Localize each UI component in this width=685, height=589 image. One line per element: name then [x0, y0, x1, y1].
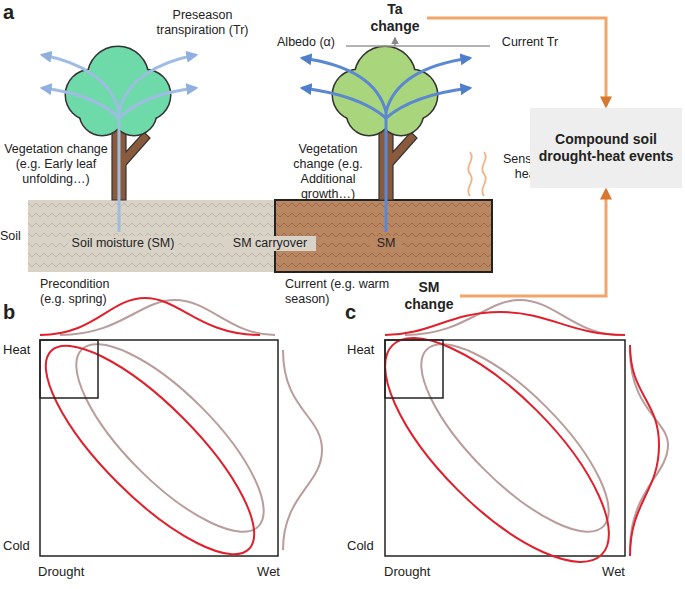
- drawing-part: [109, 318, 191, 376]
- drawing-part: [455, 306, 537, 375]
- annotation: Precondition (e.g. spring): [40, 277, 132, 307]
- annotation: Vegetation change (e.g. Additional growt…: [281, 142, 375, 202]
- variable-node: SM change: [400, 278, 458, 314]
- annotation: Preseason transpiration (Tr): [140, 8, 265, 38]
- drawing-part: [18, 318, 281, 581]
- axis-label: Heat: [347, 342, 383, 358]
- drawing-part: [106, 318, 188, 358]
- drawing-part: [395, 318, 634, 557]
- drawing-part: [118, 112, 121, 232]
- drawing-part: [385, 340, 443, 398]
- albedo-tr-link: [346, 45, 490, 47]
- drawing-part: [468, 152, 471, 196]
- panel-b-plot: [18, 298, 322, 582]
- outcome-box: Compound soil drought-heat events: [530, 108, 682, 188]
- annotation: Albedo (α): [268, 35, 344, 50]
- node-text: Compound soil drought-heat events: [538, 131, 674, 165]
- drawing-part: [119, 55, 196, 112]
- variable-node: Ta change: [365, 0, 425, 36]
- panel-c-plot: [353, 300, 668, 589]
- drawing-part: [119, 88, 196, 118]
- drawing-part: [302, 88, 386, 118]
- drawing-part: [42, 55, 119, 112]
- drawing-part: [302, 58, 386, 112]
- panel-letter: b: [3, 300, 23, 324]
- drawing-part: [386, 88, 470, 118]
- influence-arrow: [460, 190, 606, 296]
- panel-letter: a: [3, 0, 23, 24]
- drawing-part: [283, 350, 322, 550]
- axis-label: Heat: [3, 342, 39, 358]
- annotation: Current Tr: [492, 35, 568, 50]
- annotation: Soil: [0, 229, 28, 244]
- drawing-part: [385, 312, 625, 335]
- tree-preseason: [42, 47, 196, 232]
- drawing-part: [50, 318, 289, 557]
- node-text: Ta change: [366, 1, 424, 35]
- drawing-part: [353, 306, 641, 589]
- annotation: Vegetation change (e.g. Early leaf unfol…: [2, 142, 110, 187]
- axis-label: Cold: [347, 538, 383, 554]
- drawing-part: [482, 152, 485, 196]
- axis-label: Drought: [384, 564, 454, 580]
- drawing-part: [451, 318, 533, 358]
- soil-label: SM: [370, 236, 402, 251]
- axis-label: Cold: [3, 538, 39, 554]
- tree-current: [302, 47, 470, 232]
- node-text: SM change: [401, 279, 457, 313]
- ta-arrow: [394, 38, 396, 46]
- annotation: Current (e.g. warm season): [285, 277, 395, 307]
- drawing-part: [40, 340, 98, 398]
- axis-label: Wet: [244, 564, 280, 580]
- soil-label: Soil moisture (SM): [68, 236, 178, 251]
- axis-label: Drought: [38, 564, 108, 580]
- axis-label: Wet: [589, 564, 625, 580]
- drawing-part: [630, 345, 659, 556]
- panel-letter: c: [345, 300, 365, 324]
- influence-arrow: [427, 18, 606, 106]
- drawing-part: [385, 112, 388, 232]
- drawing-part: [386, 58, 470, 112]
- drawing-part: [40, 340, 278, 556]
- sensible-heat-waves: [468, 152, 485, 196]
- drawing-part: [42, 88, 119, 118]
- soil-label: SM carryover: [224, 236, 316, 251]
